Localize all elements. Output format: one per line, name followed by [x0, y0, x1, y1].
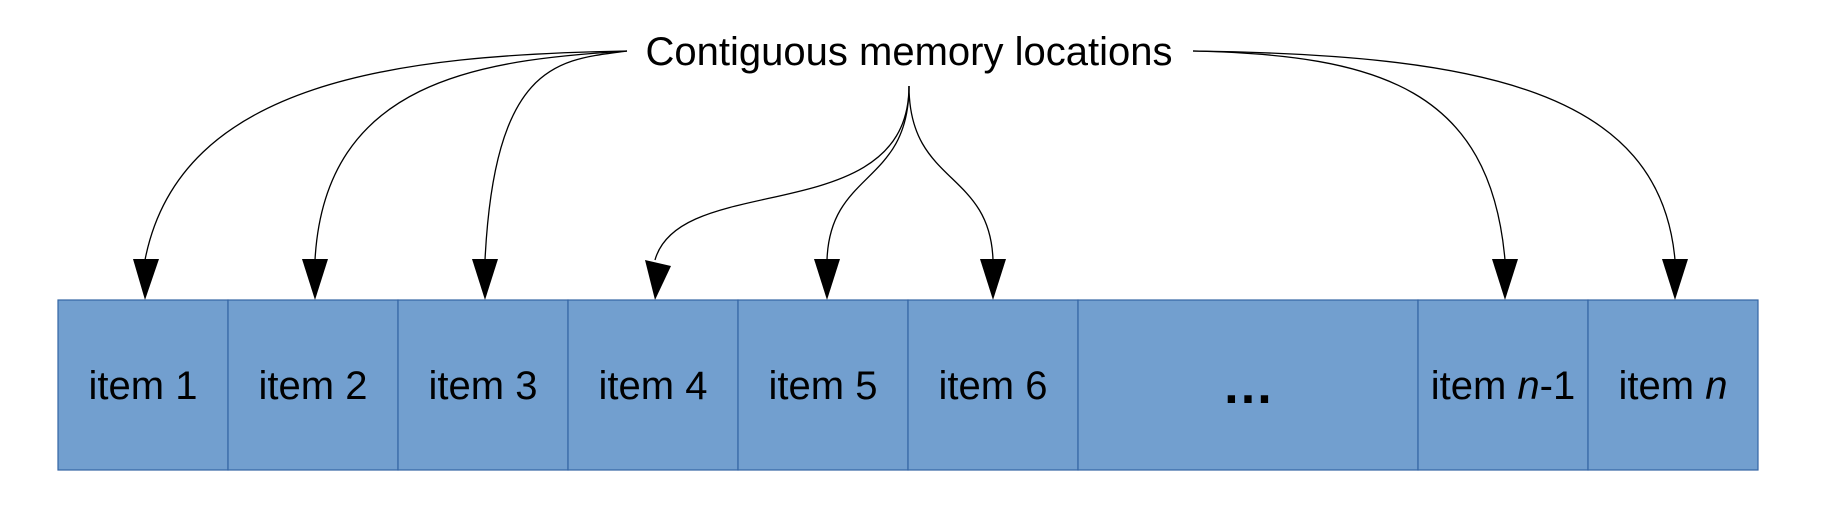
arrow-item-3 — [484, 50, 628, 261]
cell-label: item 6 — [939, 364, 1048, 408]
cell-label: item 1 — [89, 364, 198, 408]
arrow-item-n-1 — [1192, 50, 1506, 261]
arrowhead-item-4 — [645, 260, 671, 300]
arrowhead-item-2 — [302, 259, 328, 300]
arrow-item-2 — [314, 50, 628, 261]
memory-cell — [227, 299, 399, 471]
arrowheads — [133, 259, 1688, 300]
arrowhead-item-1 — [133, 259, 159, 300]
arrowhead-item-n — [1662, 259, 1688, 300]
ellipsis-label: … — [1222, 357, 1274, 415]
cell-label: item 3 — [429, 364, 538, 408]
arrow-item-5 — [826, 85, 910, 261]
arrowhead-item-n-1 — [1492, 259, 1518, 300]
memory-cell — [1587, 299, 1759, 471]
memory-cell — [567, 299, 739, 471]
memory-cells: item 1 item 2 item 3 item 4 item 5 item 6 … ite… — [57, 299, 1759, 471]
cell-label-var: n — [1517, 364, 1539, 408]
arrow-item-4 — [654, 85, 910, 261]
arrowhead-item-6 — [980, 259, 1006, 300]
memory-cell — [57, 299, 229, 471]
cell-label: item n-1 — [1431, 364, 1576, 408]
arrowhead-item-3 — [472, 259, 498, 300]
arrow-item-n — [1192, 50, 1676, 261]
memory-cell — [397, 299, 569, 471]
cell-label-prefix: item — [1431, 364, 1518, 408]
arrow-item-1 — [144, 50, 628, 261]
memory-cell — [737, 299, 909, 471]
arrowhead-item-5 — [814, 259, 840, 300]
cell-label: item n — [1619, 364, 1728, 408]
pointer-arrows — [144, 50, 1676, 261]
cell-label: item 2 — [259, 364, 368, 408]
diagram-title: Contiguous memory locations — [646, 30, 1173, 74]
arrow-item-6 — [908, 85, 994, 261]
cell-label: item 5 — [769, 364, 878, 408]
cell-label-var: n — [1705, 364, 1727, 408]
cell-label-prefix: item — [1619, 364, 1706, 408]
memory-cell — [1077, 299, 1419, 471]
cell-label: item 4 — [599, 364, 708, 408]
memory-cell — [907, 299, 1079, 471]
memory-cell — [1417, 299, 1589, 471]
cell-label-suffix: -1 — [1540, 364, 1576, 408]
